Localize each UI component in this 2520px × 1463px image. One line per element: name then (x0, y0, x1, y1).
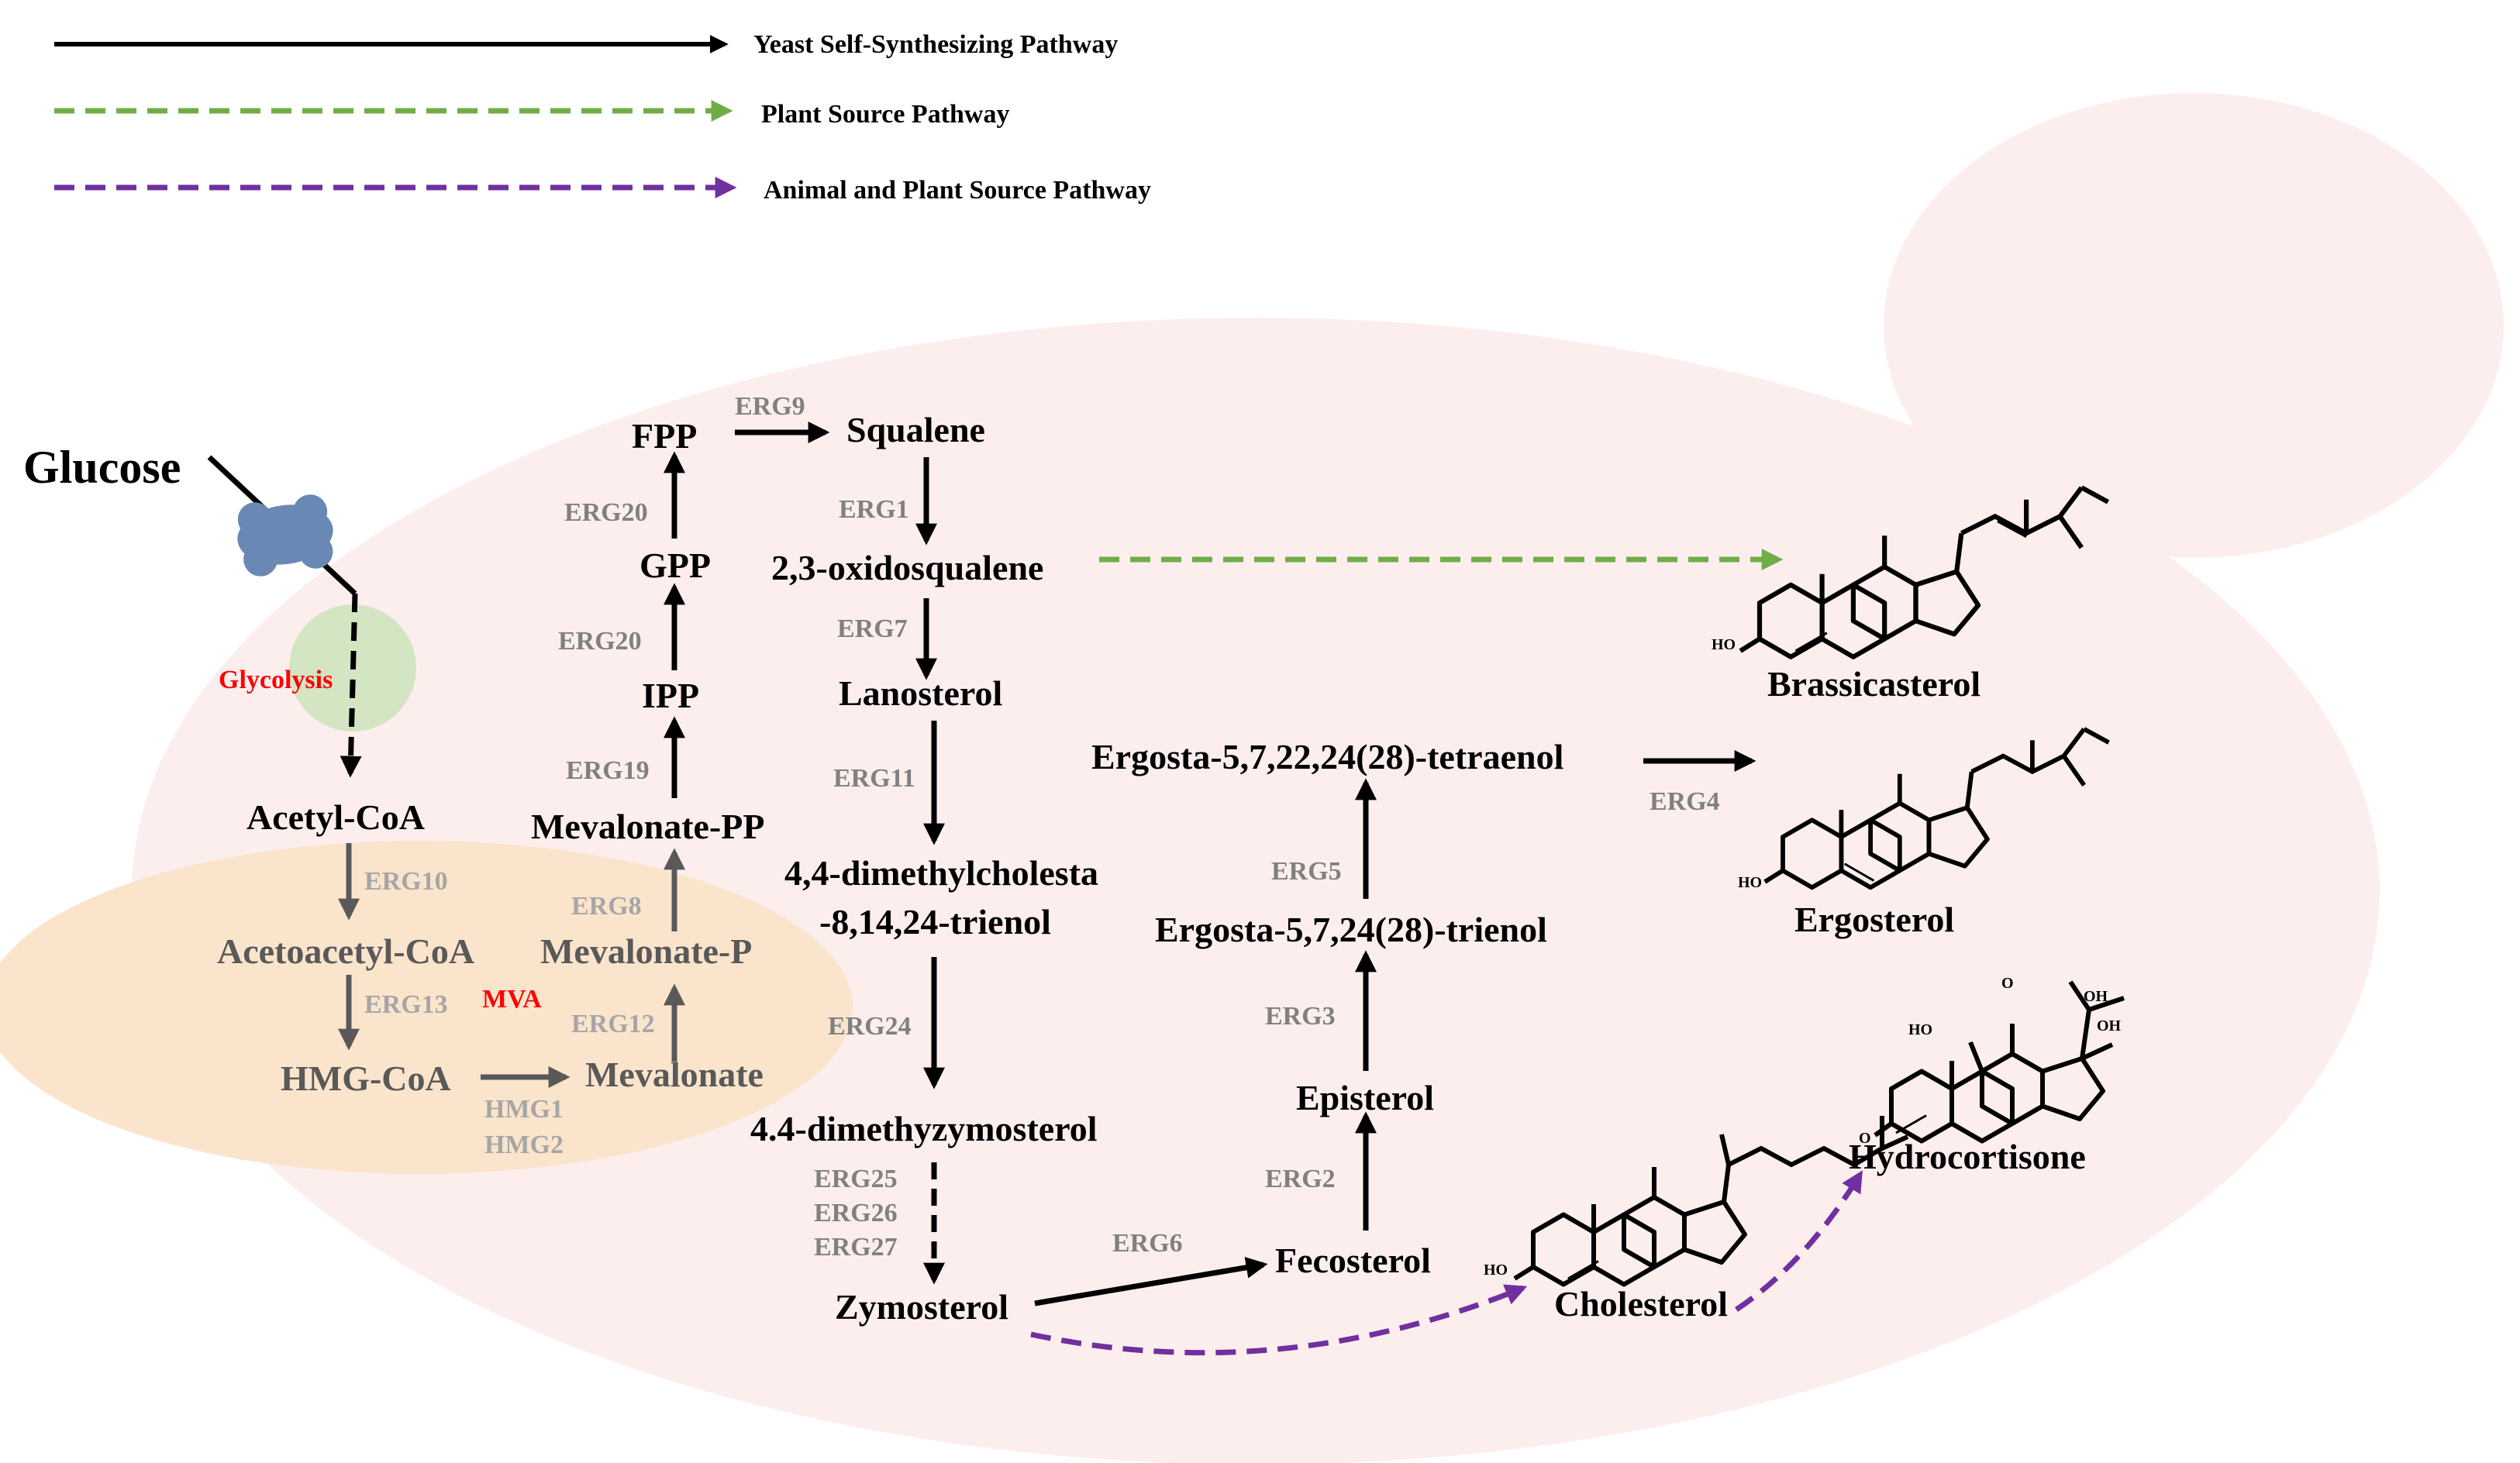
dimethyzymosterol-label: 4.4-dimethyzymosterol (750, 1109, 1098, 1148)
tetraenol-label: Ergosta-5,7,22,24(28)-tetraenol (1091, 737, 1563, 776)
cholesterol-ho: HO (1484, 1262, 1508, 1279)
acetyl-coa-label: Acetyl-CoA (246, 797, 425, 837)
glycolysis-label: Glycolysis (219, 666, 333, 694)
erg8-label: ERG8 (571, 892, 642, 921)
brassicasterol-ho: HO (1712, 636, 1736, 653)
mva-zone (0, 841, 853, 1174)
glucose-label: Glucose (23, 442, 181, 493)
erg11-label: ERG11 (833, 764, 915, 793)
ipp-label: IPP (642, 676, 699, 715)
mva-label: MVA (482, 985, 542, 1014)
erg20-a-label: ERG20 (558, 627, 642, 656)
erg26-label: ERG26 (814, 1199, 898, 1227)
episterol-label: Episterol (1296, 1078, 1434, 1117)
zymosterol-to-fecosterol-arrow (1034, 1256, 1268, 1306)
erg27-label: ERG27 (814, 1233, 898, 1262)
ergosterol-structure: HO (1738, 727, 2110, 891)
erg25-label: ERG25 (814, 1165, 898, 1193)
cholesterol-structure: HO (1484, 1116, 1909, 1285)
hydrocortisone-source-arrow (1735, 1170, 1863, 1312)
erg24-label: ERG24 (828, 1012, 912, 1041)
squalene-label: Squalene (846, 410, 985, 449)
yeast-bud (1884, 93, 2504, 558)
trienol-label: Ergosta-5,7,24(28)-trienol (1155, 910, 1547, 949)
fecosterol-label: Fecosterol (1275, 1241, 1431, 1280)
isoprenoid-pathway: Mevalonate-PP ERG19 IPP ERG20 GPP ERG20 … (531, 392, 830, 846)
ergosterol-label: Ergosterol (1794, 900, 1954, 939)
yeast-cell (132, 93, 2504, 1463)
ergosterol-ho: HO (1738, 874, 1762, 891)
hydrocortisone-ho: HO (1908, 1021, 1932, 1038)
erg1-label: ERG1 (839, 495, 909, 524)
legend-plant-label: Plant Source Pathway (761, 100, 1009, 129)
hmg2-label: HMG2 (484, 1131, 564, 1159)
brassicasterol-label: Brassicasterol (1767, 664, 1980, 704)
brassicasterol-structure: HO (1712, 485, 2109, 657)
hydrocortisone-o-side: O (2001, 975, 2014, 992)
erg4-label: ERG4 (1650, 787, 1720, 816)
cholesterol-label: Cholesterol (1554, 1284, 1728, 1324)
dimethylcholesta-line1: 4,4-dimethylcholesta (784, 853, 1098, 893)
glucose-entry: Glucose Glycolysis (23, 442, 362, 778)
yeast-cell-body (132, 318, 2380, 1463)
hydrocortisone-oh-terminal: OH (2084, 988, 2108, 1005)
hydrocortisone-o-ketone: O (1859, 1130, 1871, 1147)
mevalonate-p-label: Mevalonate-P (540, 931, 752, 971)
transporter-icon (237, 494, 333, 577)
legend: Yeast Self-Synthesizing Pathway Plant So… (54, 30, 1151, 205)
gpp-label: GPP (639, 546, 711, 585)
erg6-label: ERG6 (1112, 1229, 1183, 1258)
erg12-label: ERG12 (571, 1010, 655, 1038)
erg9-label: ERG9 (735, 392, 805, 421)
legend-animal-plant-label: Animal and Plant Source Pathway (764, 176, 1151, 205)
hydrocortisone-structure: O HO O OH OH (1859, 975, 2125, 1147)
cholesterol-source-arrow (1030, 1284, 1528, 1356)
erg20-b-label: ERG20 (564, 498, 648, 527)
sterol-core-pathway: Squalene ERG1 2,3-oxidosqualene ERG7 Lan… (750, 410, 1756, 1327)
hydrocortisone-label: Hydrocortisone (1849, 1137, 2086, 1176)
erg13-label: ERG13 (364, 990, 448, 1019)
acetoacetyl-coa-label: Acetoacetyl-CoA (217, 931, 474, 971)
erg7-label: ERG7 (837, 614, 908, 643)
lanosterol-label: Lanosterol (839, 673, 1002, 713)
erg5-label: ERG5 (1271, 857, 1342, 886)
erg2-label: ERG2 (1265, 1165, 1336, 1193)
zymosterol-label: Zymosterol (835, 1287, 1008, 1327)
dimethylcholesta-line2: -8,14,24-trienol (819, 902, 1051, 941)
erg19-label: ERG19 (566, 756, 650, 785)
hmg1-label: HMG1 (484, 1095, 564, 1124)
hmg-coa-label: HMG-CoA (281, 1059, 451, 1098)
glycolysis-arrow (340, 593, 362, 778)
hydrocortisone-oh-17: OH (2097, 1017, 2122, 1034)
mva-pathway: Acetyl-CoA ERG10 Acetoacetyl-CoA ERG13 M… (217, 797, 764, 1159)
mevalonate-pp-label: Mevalonate-PP (531, 807, 764, 846)
fpp-label: FPP (632, 416, 697, 456)
oxidosqualene-label: 2,3-oxidosqualene (771, 548, 1043, 587)
legend-yeast-label: Yeast Self-Synthesizing Pathway (753, 30, 1118, 59)
erg3-label: ERG3 (1265, 1002, 1336, 1031)
erg10-label: ERG10 (364, 867, 448, 896)
